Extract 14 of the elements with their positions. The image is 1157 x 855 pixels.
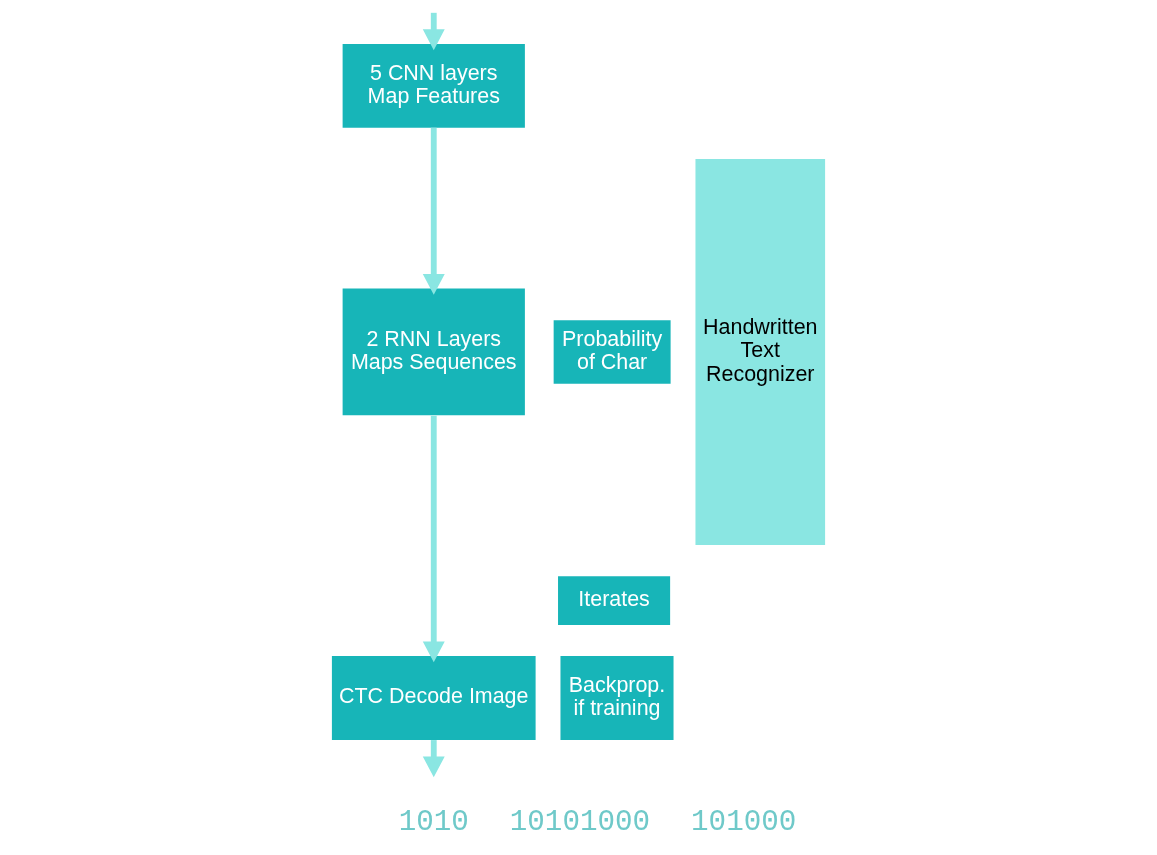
arrow	[422, 415, 445, 663]
node-box: 2 RNN Layers Maps Sequences	[342, 288, 525, 416]
node-box: Handwritten Text Recognizer	[695, 158, 826, 545]
arrow	[422, 127, 445, 295]
arrow	[422, 740, 445, 778]
label: 1010	[398, 806, 469, 840]
node-box: 5 CNN layers Map Features	[342, 43, 525, 128]
arrow	[422, 12, 445, 51]
label: 10101000	[509, 806, 651, 840]
label: 101000	[691, 806, 797, 840]
node-box: Iterates	[558, 576, 671, 625]
node-box: Probability of Char	[553, 320, 671, 384]
node-box: Backprop. if training	[560, 656, 674, 740]
node-box: CTC Decode Image	[331, 656, 536, 740]
